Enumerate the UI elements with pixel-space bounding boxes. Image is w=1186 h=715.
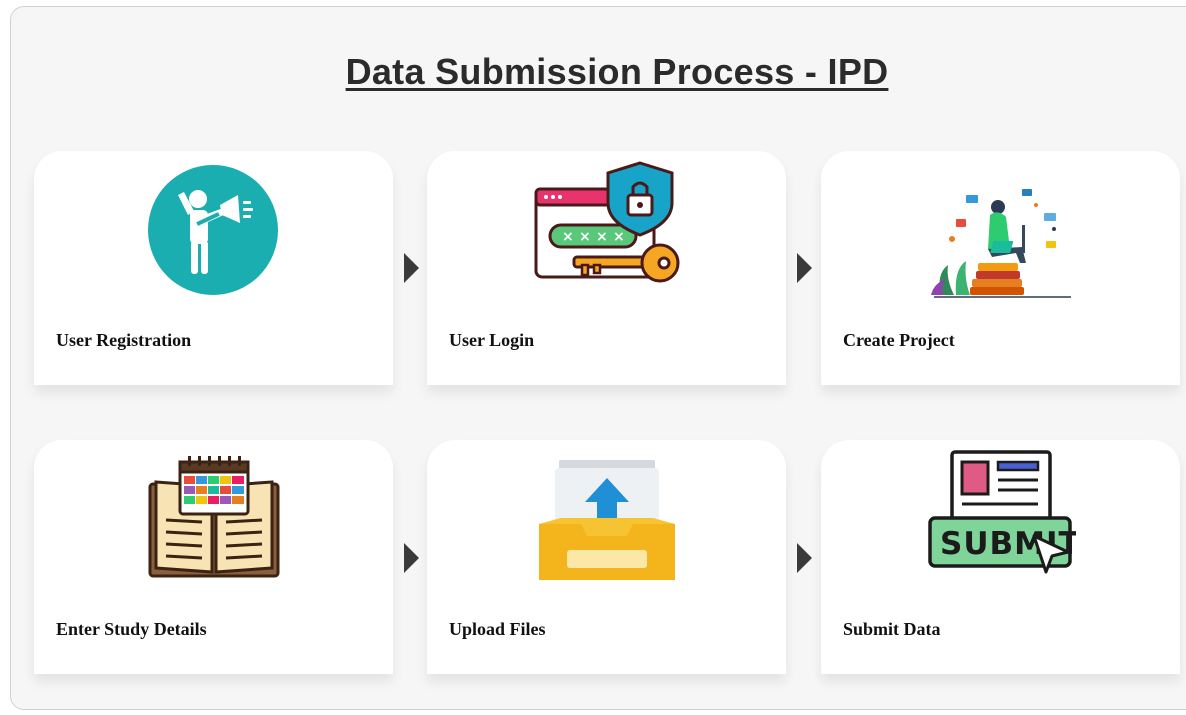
person-laptop-illustration-icon <box>931 189 1071 298</box>
arrow-right-icon <box>797 543 812 573</box>
svg-text:×: × <box>562 229 574 245</box>
arrow-right-icon <box>404 253 419 283</box>
step-label: Submit Data <box>843 619 941 639</box>
step-card-user-registration[interactable]: User Registration <box>34 151 393 385</box>
step-card-enter-study-details[interactable]: Enter Study Details <box>34 440 393 674</box>
page-title: Data Submission Process - IPD <box>345 51 889 92</box>
step-card-upload-files[interactable]: Upload Files <box>427 440 786 674</box>
step-label: User Registration <box>56 330 192 350</box>
arrow-right-icon <box>404 543 419 573</box>
submit-form-icon: SUBMIT <box>928 450 1076 574</box>
step-label: User Login <box>449 330 535 350</box>
step-card-user-login[interactable]: × × × × User Login <box>427 151 786 385</box>
step-label: Create Project <box>843 330 955 350</box>
step-card-submit-data[interactable]: SUBMIT Submit Data <box>821 440 1180 674</box>
arrow-right-icon <box>797 253 812 283</box>
upload-tray-icon <box>539 460 675 580</box>
megaphone-person-icon <box>148 165 278 295</box>
step-label: Enter Study Details <box>56 619 207 639</box>
step-label: Upload Files <box>449 619 546 639</box>
svg-text:×: × <box>596 229 608 245</box>
calendar-book-icon <box>148 456 280 578</box>
svg-text:×: × <box>613 229 625 245</box>
step-card-create-project[interactable]: Create Project <box>821 151 1180 385</box>
login-key-lock-icon: × × × × <box>534 161 680 283</box>
svg-text:×: × <box>579 229 591 245</box>
